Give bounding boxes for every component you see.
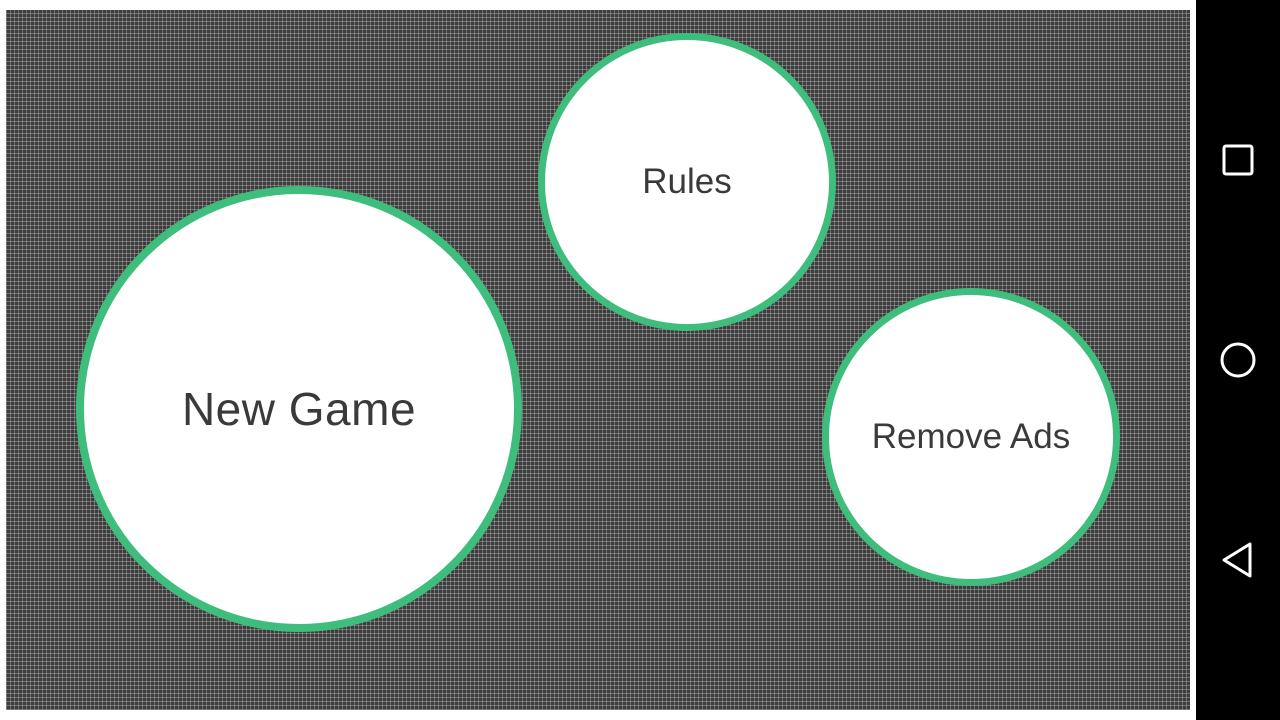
home-icon <box>1220 342 1256 378</box>
remove-ads-label: Remove Ads <box>871 417 1071 456</box>
system-navigation-bar <box>1196 0 1280 720</box>
new-game-button[interactable]: New Game <box>76 186 522 632</box>
recents-icon <box>1222 144 1254 176</box>
rules-button[interactable]: Rules <box>538 33 836 331</box>
home-button[interactable] <box>1196 318 1280 402</box>
menu-background: New Game Rules Remove Ads <box>6 10 1190 710</box>
back-button[interactable] <box>1196 518 1280 602</box>
recents-button[interactable] <box>1196 118 1280 202</box>
remove-ads-button[interactable]: Remove Ads <box>822 288 1120 586</box>
back-icon <box>1222 542 1252 578</box>
rules-label: Rules <box>642 162 732 201</box>
new-game-label: New Game <box>181 383 417 435</box>
